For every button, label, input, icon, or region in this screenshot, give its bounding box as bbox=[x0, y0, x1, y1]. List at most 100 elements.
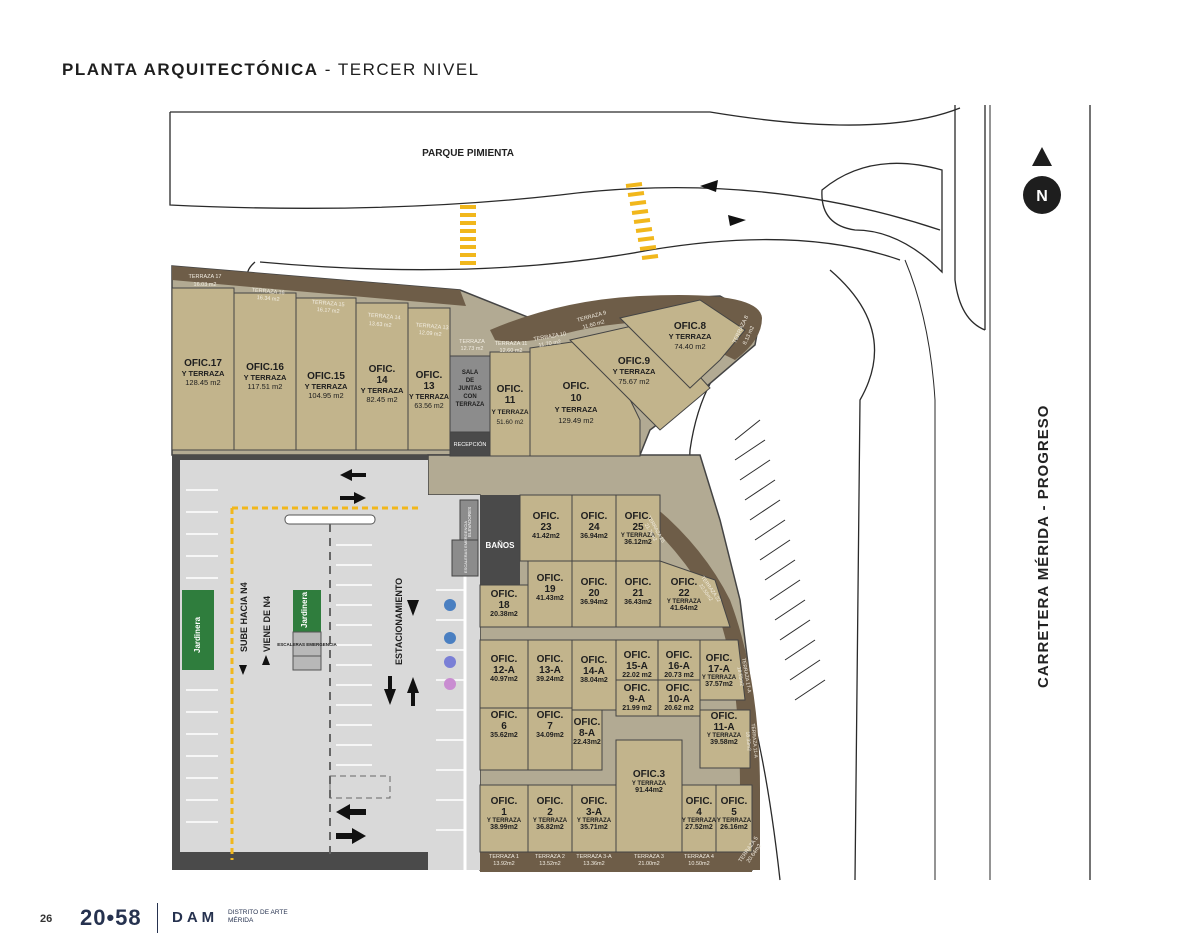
logo-2058: 20•58 bbox=[80, 905, 142, 930]
parking-label: ESTACIONAMIENTO bbox=[394, 578, 404, 665]
office-15-sub: Y TERRAZA bbox=[305, 382, 348, 391]
office-17-sub: Y TERRAZA bbox=[182, 369, 225, 378]
terrace-16-area: 16.34 m2 bbox=[256, 295, 279, 303]
planter-center bbox=[293, 590, 321, 632]
elevators-label: ELEVADORES bbox=[467, 507, 472, 537]
office-13-area: 63.56 m2 bbox=[414, 403, 443, 410]
office-14-name: OFIC. bbox=[369, 364, 396, 375]
terrace-17-name: TERRAZA 17 bbox=[188, 274, 221, 280]
terrace-15-area: 16.17 m2 bbox=[316, 307, 339, 315]
north-offices bbox=[171, 287, 746, 457]
emergency-stairs-room bbox=[451, 539, 479, 577]
office-16-sub: Y TERRAZA bbox=[244, 373, 287, 382]
terrace-13-name: TERRAZA 13 bbox=[415, 323, 448, 332]
office-13-room bbox=[407, 307, 451, 451]
parking-island bbox=[284, 514, 376, 525]
wheelchair-icon bbox=[444, 599, 456, 611]
office-15a-room bbox=[615, 639, 659, 681]
office-22-room bbox=[659, 560, 731, 628]
office-8a-room bbox=[571, 709, 603, 771]
north-circle bbox=[1023, 176, 1061, 214]
arrow-left-icon-lower bbox=[336, 804, 350, 820]
office-11-sub: Y TERRAZA bbox=[491, 409, 528, 416]
office-14-num: 14 bbox=[376, 375, 388, 386]
terrace-12-area: 12.73 m2 bbox=[461, 346, 484, 352]
parking-area bbox=[172, 455, 480, 870]
office-19-room bbox=[527, 560, 573, 628]
arrow-left-icon bbox=[340, 469, 352, 481]
elder-icon bbox=[444, 678, 456, 690]
park-label: PARQUE PIMIENTA bbox=[422, 148, 514, 159]
parking-stairs-label: ESCALERAS EMERGENCIA bbox=[277, 642, 337, 647]
office-20-room bbox=[571, 560, 617, 628]
accessibility-icons bbox=[444, 599, 456, 690]
office-16-room bbox=[233, 292, 297, 451]
office-7-room bbox=[527, 707, 573, 771]
office-21-room bbox=[615, 560, 661, 628]
office-16-name: OFIC.16 bbox=[246, 362, 284, 373]
office-16a-room bbox=[657, 639, 701, 681]
office-2-room bbox=[527, 784, 573, 853]
terrace-17-area: 16.03 m2 bbox=[194, 282, 217, 288]
office-13-sub: Y TERRAZA bbox=[409, 394, 449, 401]
office-15-name: OFIC.15 bbox=[307, 371, 345, 382]
office-9-sub: Y TERRAZA bbox=[613, 367, 656, 376]
reception-room bbox=[449, 431, 491, 457]
sala-l4: CON bbox=[463, 394, 476, 400]
wheelchair-icon-2 bbox=[444, 632, 456, 644]
office-13-name: OFIC. bbox=[416, 370, 443, 381]
up-ramp-label: SUBE HACIA N4 bbox=[239, 582, 249, 652]
sala-l2: DE bbox=[466, 378, 474, 384]
office-16-area: 117.51 m2 bbox=[248, 382, 283, 391]
road-edge-park bbox=[170, 107, 961, 126]
office-5-room bbox=[715, 784, 753, 853]
office-13-num: 13 bbox=[423, 381, 435, 392]
terrace-10-name: TERRAZA 10 bbox=[533, 331, 567, 343]
terrace-band-north bbox=[172, 266, 466, 306]
terrace-11-name: TERRAZA 11 bbox=[495, 341, 528, 347]
page-title: PLANTA ARQUITECTÓNICA - TERCER NIVEL bbox=[62, 60, 480, 80]
north-office-labels: OFIC.17 Y TERRAZA 128.45 m2 OFIC.16 Y TE… bbox=[182, 321, 712, 448]
parking-zone-marked bbox=[329, 775, 391, 799]
arrow-west-icon bbox=[700, 180, 718, 192]
arrow-up-small-icon bbox=[262, 655, 270, 665]
terrace-10-area: 11.70 m2 bbox=[538, 339, 561, 349]
office-1-room bbox=[479, 784, 529, 853]
office-15-area: 104.95 m2 bbox=[308, 391, 343, 400]
crosswalk-east bbox=[625, 182, 659, 260]
office-4-room bbox=[681, 784, 717, 853]
north-terrace-labels: TERRAZA 17 16.03 m2 TERRAZA 16 16.34 m2 … bbox=[188, 274, 756, 354]
terrace-15-name: TERRAZA 15 bbox=[311, 300, 344, 309]
office-9-area: 75.67 m2 bbox=[618, 377, 649, 386]
arrow-right-icon bbox=[354, 492, 366, 504]
north-label: N bbox=[1036, 188, 1048, 205]
reception-label: RECEPCIÓN bbox=[454, 441, 487, 448]
arrow-down-icon bbox=[384, 689, 396, 705]
office-25-room bbox=[615, 494, 661, 562]
crosswalk-west bbox=[460, 205, 476, 265]
baths-room bbox=[480, 495, 520, 585]
terrace-14-area: 13.63 m2 bbox=[368, 321, 391, 329]
planter-west-label: Jardinera bbox=[193, 616, 202, 653]
arrow-left-shaft-lower bbox=[350, 809, 366, 815]
north-arrow-icon bbox=[1032, 147, 1052, 166]
title-separator: - bbox=[318, 60, 338, 79]
floor-plan: PARQUE PIMIENTA CARRETERA MÉRIDA - PROGR… bbox=[169, 105, 1091, 881]
title-light: TERCER NIVEL bbox=[337, 60, 480, 79]
office-10-num: 10 bbox=[570, 393, 582, 404]
office-8-area: 74.40 m2 bbox=[674, 342, 705, 351]
stairs-parking bbox=[292, 631, 322, 657]
terrace-band-south bbox=[480, 852, 752, 872]
office-13a-room bbox=[527, 639, 573, 709]
office-3a-room bbox=[571, 784, 617, 853]
office-9a-room bbox=[615, 679, 659, 717]
office-6-room bbox=[479, 707, 529, 771]
road-island bbox=[821, 162, 943, 274]
ramp-far bbox=[829, 269, 876, 881]
office-14-sub: Y TERRAZA bbox=[361, 386, 404, 395]
services: BAÑOS ELEVADORES ESCALERAS EMERGENCIA bbox=[451, 495, 520, 585]
office-9-name: OFIC.9 bbox=[618, 356, 651, 367]
office-9-room bbox=[569, 321, 711, 431]
baths-label: BAÑOS bbox=[486, 541, 516, 550]
office-11a-room bbox=[699, 709, 751, 769]
